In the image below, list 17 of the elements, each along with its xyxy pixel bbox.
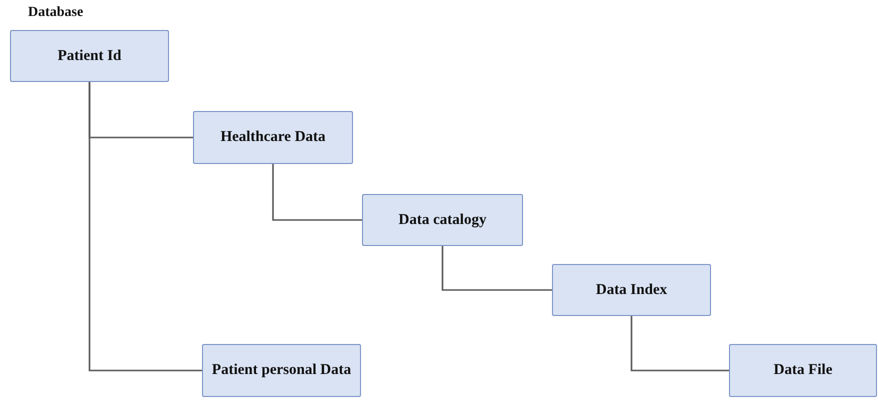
node-label: Patient Id [56, 46, 122, 66]
node-label: Healthcare Data [219, 128, 327, 147]
node-label: Data Index [594, 280, 668, 300]
diagram-title: Database [28, 5, 84, 21]
connector-line [442, 246, 552, 291]
node-label: Patient personal Data [210, 361, 352, 380]
node-box [10, 30, 169, 82]
node-box [202, 344, 361, 397]
node-box [362, 194, 523, 246]
node-box [193, 111, 353, 164]
connector-line [272, 164, 362, 221]
node-box [552, 264, 711, 316]
node-box [729, 344, 877, 397]
node-label: Data File [772, 361, 834, 380]
node-label: Data catalogy [398, 210, 488, 230]
connector-line [630, 316, 729, 372]
connector-line [88, 82, 202, 372]
